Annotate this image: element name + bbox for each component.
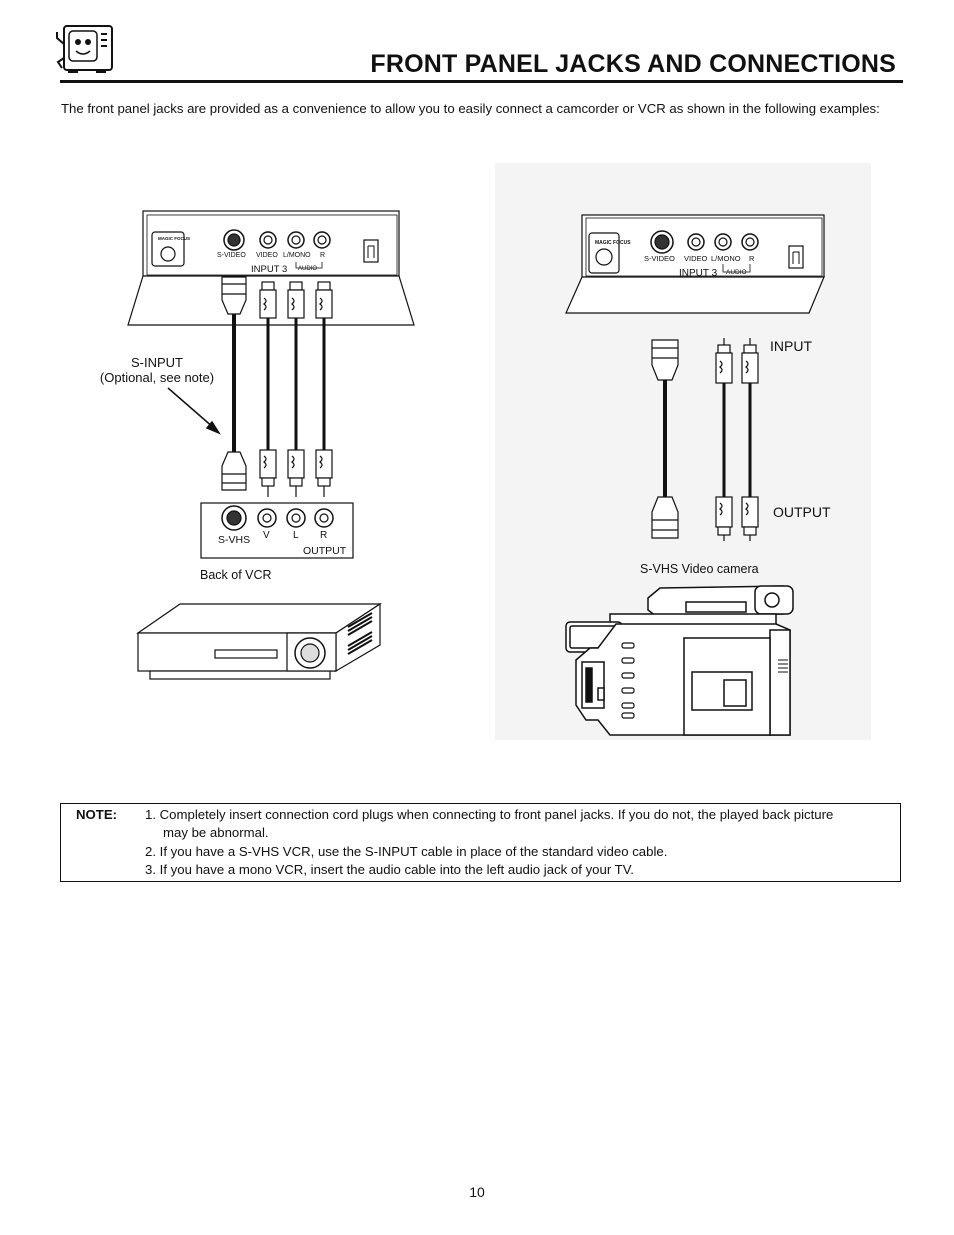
left-rca-3 <box>315 281 333 497</box>
right-audio-label: AUDIO <box>726 269 747 276</box>
right-s-video-label: S-VIDEO <box>644 254 675 263</box>
page-number: 10 <box>469 1184 485 1200</box>
right-cables <box>651 338 759 541</box>
vcr-illustration <box>136 602 383 680</box>
s-input-arrow <box>167 387 221 435</box>
vcr-v-label: V <box>263 530 270 541</box>
title-rule <box>60 80 903 83</box>
left-audio-label: AUDIO <box>298 266 317 272</box>
left-cables <box>221 276 333 497</box>
back-of-vcr-label: Back of VCR <box>200 568 272 582</box>
left-rca-1 <box>259 281 277 497</box>
right-r-label: R <box>749 254 755 263</box>
right-input-label: INPUT <box>770 338 812 354</box>
note-item-3: 3. If you have a mono VCR, insert the au… <box>145 862 634 877</box>
right-l-mono-label: L/MONO <box>711 254 741 263</box>
vcr-back-panel <box>200 502 354 559</box>
note-item-1-cont: may be abnormal. <box>163 825 269 840</box>
left-input3-label: INPUT 3 <box>251 264 287 275</box>
left-magic-focus-label: MAGIC FOCUS <box>158 236 190 241</box>
right-input3-label: INPUT 3 <box>679 268 718 279</box>
right-tv-panel <box>565 214 825 314</box>
page-title: FRONT PANEL JACKS AND CONNECTIONS <box>370 50 896 78</box>
right-output-label: OUTPUT <box>773 504 831 520</box>
connection-figure: MAGIC FOCUS S-VIDEO VIDEO L/MONO R INPUT… <box>100 163 871 740</box>
left-video-label: VIDEO <box>256 252 278 259</box>
tv-mascot-icon <box>56 25 113 73</box>
left-s-video-label: S-VIDEO <box>217 252 246 259</box>
note-box <box>60 803 901 882</box>
right-video-label: VIDEO <box>684 254 708 263</box>
s-input-note: (Optional, see note) <box>100 370 214 385</box>
note-item-1: 1. Completely insert connection cord plu… <box>145 807 834 822</box>
right-rca-2 <box>741 338 759 541</box>
right-rca-1 <box>715 338 733 541</box>
left-l-mono-label: L/MONO <box>283 252 311 259</box>
vcr-s-vhs-label: S-VHS <box>218 534 250 546</box>
right-magic-focus-label: MAGIC FOCUS <box>595 240 631 246</box>
note-label: NOTE: <box>76 807 118 822</box>
vcr-output-label: OUTPUT <box>303 545 347 557</box>
left-r-label: R <box>320 252 325 259</box>
left-rca-2 <box>287 281 305 497</box>
vcr-l-label: L <box>293 530 299 541</box>
camcorder-illustration <box>565 585 794 736</box>
camera-label: S-VHS Video camera <box>640 562 759 576</box>
intro-paragraph: The front panel jacks are provided as a … <box>61 101 880 116</box>
vcr-r-label: R <box>320 530 327 541</box>
s-input-label: S-INPUT <box>131 355 183 370</box>
note-item-2: 2. If you have a S-VHS VCR, use the S-IN… <box>145 844 668 859</box>
